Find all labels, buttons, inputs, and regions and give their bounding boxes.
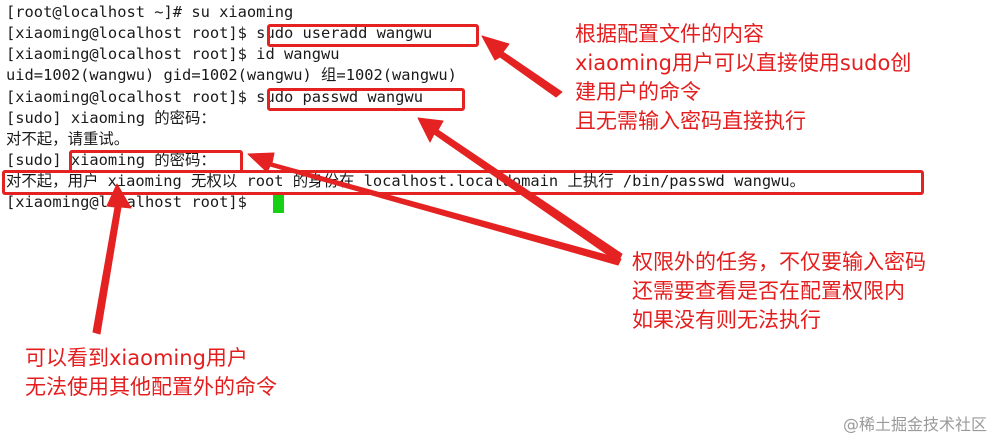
terminal-line: [xiaoming@localhost root]$ sudo passwd w… xyxy=(6,88,423,106)
terminal-line: [sudo] xiaoming 的密码： xyxy=(6,109,216,127)
arrow-to-useradd xyxy=(481,35,563,98)
terminal-line: [root@localhost ~]# su xiaoming xyxy=(6,3,294,21)
terminal-line: [sudo] xiaoming 的密码： xyxy=(6,151,216,169)
terminal-line: [xiaoming@localhost root]$ sudo useradd … xyxy=(6,24,433,42)
annotation-note-bottom-left: 可以看到xiaoming用户 无法使用其他配置外的命令 xyxy=(25,346,277,399)
terminal-line: [xiaoming@localhost root]$ id wangwu xyxy=(6,45,340,63)
arrow-to-prompt xyxy=(92,183,132,335)
highlight-box-denied-message xyxy=(2,170,924,195)
terminal-line: 对不起，请重试。 xyxy=(6,130,130,148)
terminal-line: uid=1002(wangwu) gid=1002(wangwu) 组=1002… xyxy=(6,66,457,84)
watermark: @稀土掘金技术社区 xyxy=(842,415,987,434)
highlight-box-passwd xyxy=(267,88,465,111)
arrow-to-passwd xyxy=(417,117,623,263)
arrow-to-password-prompt xyxy=(247,152,622,266)
terminal-prompt: [xiaoming@localhost root]$ xyxy=(6,193,257,211)
annotation-note-top-right: 根据配置文件的内容 xiaoming用户可以直接使用sudo创 建用户的命令 且… xyxy=(575,22,912,133)
annotation-note-middle-right: 权限外的任务，不仅要输入密码 还需要查看是否在配置权限内 如果没有则无法执行 xyxy=(632,250,926,332)
terminal-cursor[interactable] xyxy=(273,195,284,213)
highlight-box-useradd xyxy=(267,24,479,47)
